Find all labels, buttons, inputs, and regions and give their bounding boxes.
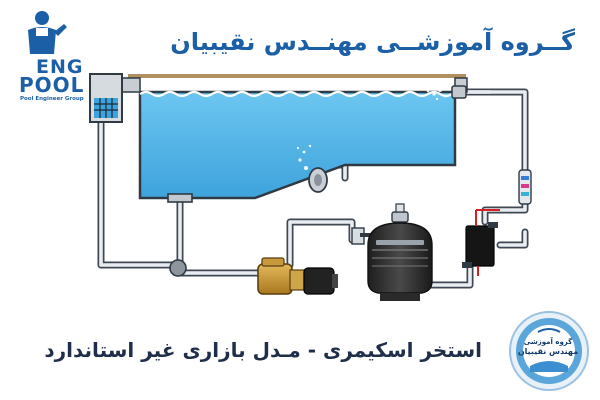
pool-basin	[138, 90, 464, 200]
logo-word-eng: ENG	[36, 56, 84, 78]
main-drain	[167, 193, 193, 277]
page-title: گــروه آموزشــی مهنــدس نقیبیان	[170, 28, 575, 56]
sand-filter	[351, 203, 433, 301]
logo-tagline: Pool Engineer Group	[20, 96, 84, 102]
water-surface	[139, 90, 464, 98]
badge-line-1: گروه آموزشی	[523, 338, 573, 346]
group-badge-icon	[509, 311, 589, 391]
engineer-logo-icon	[28, 11, 67, 54]
heat-exchanger	[462, 209, 500, 276]
return-inlet	[426, 85, 467, 101]
skimmer	[89, 73, 123, 123]
pump	[257, 257, 338, 295]
pool-coping	[128, 74, 466, 78]
wall-inlet	[296, 144, 328, 193]
diagram-caption: استخر اسکیمری - مـدل بازاری غیر استاندار…	[44, 338, 482, 362]
logo-word-pool: POOL	[19, 73, 85, 97]
ionizer-unit	[518, 169, 532, 205]
badge-line-2: مهندس نقیبیان	[517, 347, 579, 356]
